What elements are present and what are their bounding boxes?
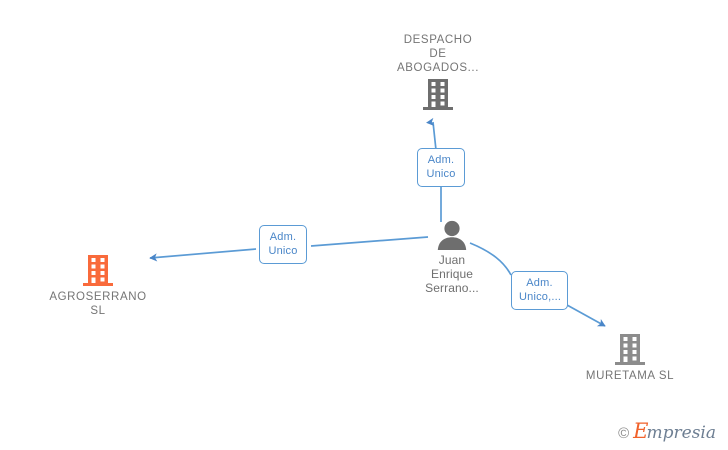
edge-label-persona-muretama[interactable]: Adm. Unico,... — [511, 271, 568, 310]
empresia-watermark: © E mpresia — [618, 419, 717, 443]
node-persona[interactable]: Juan Enrique Serrano... — [377, 220, 527, 295]
building-icon — [555, 333, 705, 366]
edge-segment-right-label-to-muretama — [566, 304, 606, 327]
brand-initial: E — [633, 419, 649, 443]
edge-segment-top-label-to-despacho — [426, 117, 437, 151]
building-icon — [23, 254, 173, 287]
node-persona-label: Juan Enrique Serrano... — [425, 253, 479, 295]
building-icon — [363, 78, 513, 111]
person-icon — [377, 220, 527, 250]
brand-name: mpresia — [646, 423, 717, 443]
edge-label-persona-agroserrano[interactable]: Adm. Unico — [259, 225, 307, 264]
node-agroserrano-label: AGROSERRANO SL — [49, 291, 147, 317]
node-muretama-label: MURETAMA SL — [585, 370, 675, 382]
node-agroserrano[interactable]: AGROSERRANO SL — [23, 254, 173, 318]
node-muretama[interactable]: MURETAMA SL — [555, 333, 705, 383]
node-despacho-label: DESPACHO DE ABOGADOS... — [396, 34, 479, 74]
copyright-icon: © — [618, 425, 630, 442]
node-despacho[interactable]: DESPACHO DE ABOGADOS... — [363, 33, 513, 111]
edge-label-persona-despacho[interactable]: Adm. Unico — [417, 148, 465, 187]
